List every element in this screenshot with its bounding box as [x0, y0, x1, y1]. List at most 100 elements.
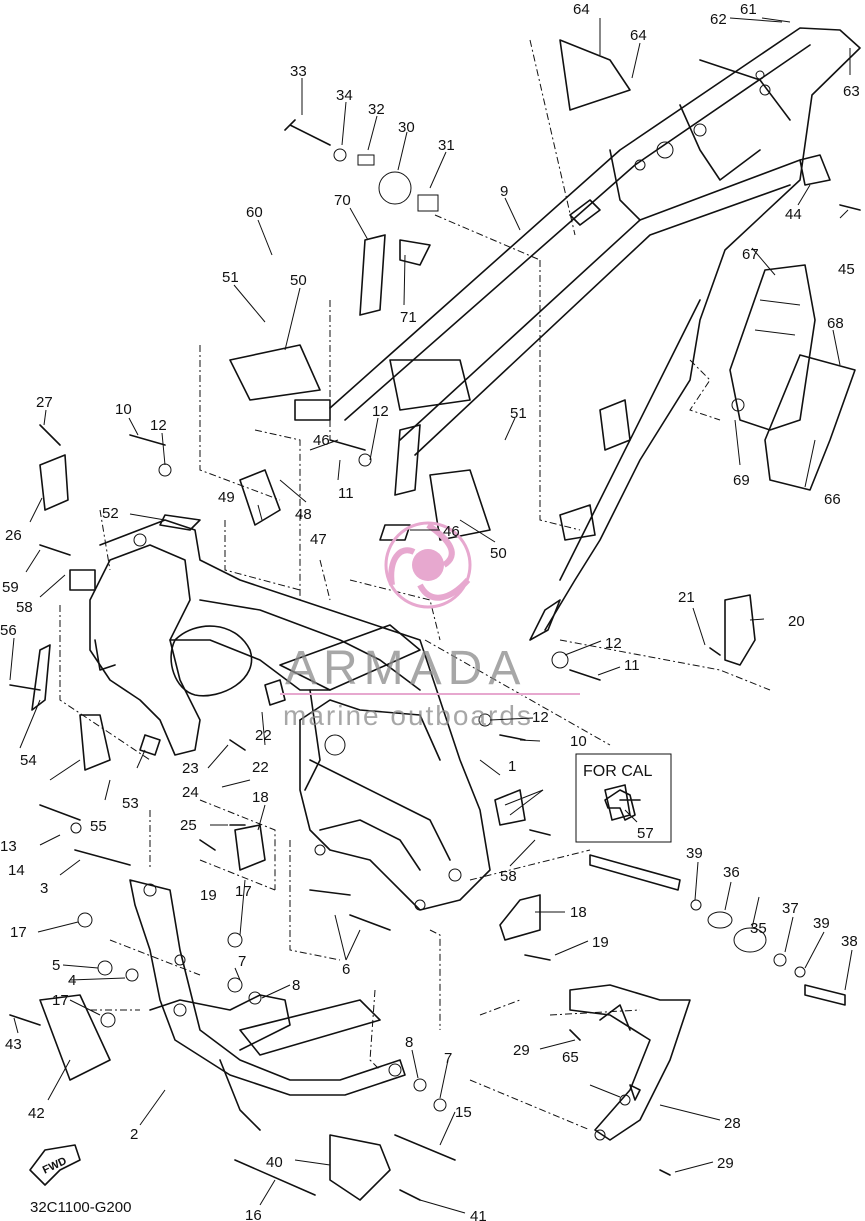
part-label: 11: [624, 657, 640, 674]
lower-cradle: [129, 879, 406, 1131]
part-label: 51: [222, 269, 239, 286]
part-label: 26: [5, 527, 22, 544]
part-label: 7: [238, 953, 246, 970]
diagram-code: 32C1100-G200: [30, 1199, 131, 1216]
part-label: 29: [513, 1042, 530, 1059]
part-label: 24: [182, 784, 199, 801]
part-label: 41: [470, 1208, 487, 1221]
rear-cross-member: [569, 984, 691, 1141]
part-label: 71: [400, 309, 417, 326]
for-cal-label: FOR CAL: [583, 763, 652, 780]
part-label: 50: [290, 272, 307, 289]
part-label: 42: [28, 1105, 45, 1122]
part-label: 8: [292, 977, 300, 994]
part-label: 8: [405, 1034, 413, 1051]
part-label: 47: [310, 531, 327, 548]
part-label: 43: [5, 1036, 22, 1053]
part-label: 18: [252, 789, 269, 806]
part-label: 40: [266, 1154, 283, 1171]
part-label: 6: [342, 961, 350, 978]
part-label: 63: [843, 83, 860, 100]
part-label: 20: [788, 613, 805, 630]
part-label: 54: [20, 752, 37, 769]
part-label: 4: [68, 972, 76, 989]
part-label: 44: [785, 206, 802, 223]
main-frame: [89, 519, 491, 911]
part-label: 35: [750, 920, 767, 937]
part-label: 64: [573, 1, 590, 18]
part-drawings: [9, 27, 861, 1201]
part-label: 39: [813, 915, 830, 932]
part-label: 31: [438, 137, 455, 154]
part-label: 38: [841, 933, 858, 950]
part-label: 64: [630, 27, 647, 44]
part-label: 49: [218, 489, 235, 506]
part-label: 57: [637, 825, 654, 842]
part-label: 60: [246, 204, 263, 221]
part-label: 23: [182, 760, 199, 777]
part-label: 17: [10, 924, 27, 941]
part-label: 10: [115, 401, 132, 418]
part-label: 2: [130, 1126, 138, 1143]
side-covers: [729, 264, 856, 491]
part-label: 12: [605, 635, 622, 652]
watermark-brand: ARMADA: [285, 642, 526, 695]
part-label: 17: [52, 992, 69, 1009]
part-label: 46: [313, 432, 330, 449]
part-label: 1: [508, 758, 516, 775]
part-label: 19: [592, 934, 609, 951]
part-label: 12: [150, 417, 167, 434]
part-label: 34: [336, 87, 353, 104]
part-label: 53: [122, 795, 139, 812]
part-label: 37: [782, 900, 799, 917]
pivot-shaft-stack: [589, 854, 846, 1006]
part-label: 65: [562, 1049, 579, 1066]
for-cal-box: [575, 753, 672, 843]
part-label: 45: [838, 261, 855, 278]
part-label: 29: [717, 1155, 734, 1172]
part-label: 58: [16, 599, 33, 616]
part-label: 32: [368, 101, 385, 118]
part-label: 15: [455, 1104, 472, 1121]
part-label: 18: [570, 904, 587, 921]
part-label: 52: [102, 505, 119, 522]
part-label: 50: [490, 545, 507, 562]
part-label: 3: [40, 880, 48, 897]
part-label: 9: [500, 183, 508, 200]
part-label: 46: [443, 523, 460, 540]
part-label: 61: [740, 1, 757, 18]
part-label: 67: [742, 246, 759, 263]
part-label: 19: [200, 887, 217, 904]
part-label: 5: [52, 957, 60, 974]
part-label: 7: [444, 1050, 452, 1067]
part-label: 70: [334, 192, 351, 209]
part-label: 69: [733, 472, 750, 489]
part-label: 66: [824, 491, 841, 508]
reference-lines: [59, 39, 771, 1131]
part-label: 55: [90, 818, 107, 835]
part-label: 27: [36, 394, 53, 411]
rear-subframe: [329, 27, 861, 641]
armada-logo-icon: [384, 521, 472, 609]
part-label: 14: [8, 862, 25, 879]
part-label: 68: [827, 315, 844, 332]
part-label: 48: [295, 506, 312, 523]
part-label: 28: [724, 1115, 741, 1132]
part-label: 30: [398, 119, 415, 136]
part-label: 11: [338, 485, 354, 502]
armada-watermark: ARMADA marine outboards: [280, 521, 580, 731]
bolts-and-washers: [9, 119, 861, 1201]
watermark-tagline: marine outboards: [283, 700, 533, 731]
fwd-arrow: [29, 1144, 81, 1186]
part-label: 59: [2, 579, 19, 596]
part-label: 58: [500, 868, 517, 885]
part-label: 12: [372, 403, 389, 420]
part-label: 62: [710, 11, 727, 28]
part-label: 36: [723, 864, 740, 881]
part-label: 10: [570, 733, 587, 750]
part-label: 13: [0, 838, 17, 855]
leader-lines: [9, 17, 853, 1214]
part-label: 25: [180, 817, 197, 834]
